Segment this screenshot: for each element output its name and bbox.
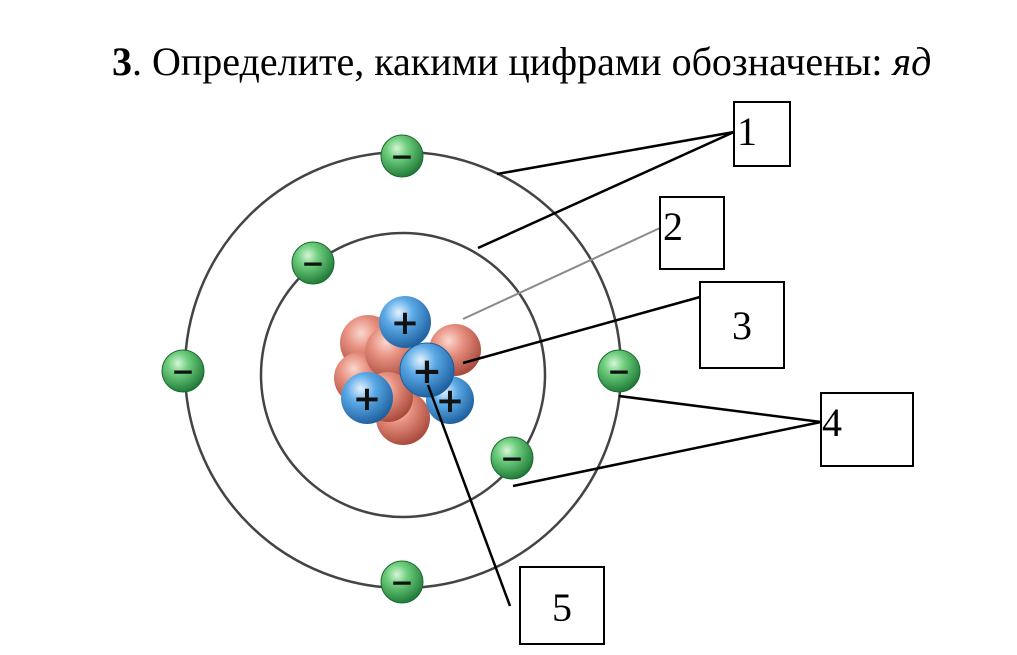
proton-sign: + (412, 351, 442, 392)
label-box-3: 3 (699, 281, 785, 369)
question-body: . Определите, какими цифрами обозначены: (132, 39, 893, 84)
electron-sign: − (390, 140, 413, 173)
electron: − (161, 349, 205, 393)
proton-sign: + (391, 303, 420, 343)
proton-sign: + (353, 379, 382, 419)
question-italic-tail: яд (892, 39, 932, 84)
label-3-text: 3 (732, 303, 752, 348)
electron-sign: − (171, 355, 194, 388)
electron-sign: − (301, 247, 324, 280)
electron: − (380, 134, 424, 178)
label-box-4: 4 (820, 392, 914, 467)
electron: − (291, 241, 335, 285)
inner-orbit (259, 231, 547, 519)
electron: − (490, 436, 534, 480)
question-number: 3 (112, 39, 132, 84)
electron-sign: − (607, 355, 630, 388)
label-4-text: 4 (822, 400, 842, 445)
label-box-5: 5 (519, 566, 605, 645)
leader-line-4b (512, 420, 822, 488)
label-box-2: 2 (659, 196, 725, 270)
leader-line-5 (426, 384, 512, 607)
label-box-1: 1 (733, 101, 791, 167)
leader-line-1a (496, 130, 735, 176)
leader-line-4a (618, 394, 822, 424)
label-5-text: 5 (552, 585, 572, 630)
proton: + (341, 372, 393, 424)
electron-sign: − (390, 566, 413, 599)
label-2-text: 2 (663, 204, 683, 249)
label-1-text: 1 (737, 109, 757, 154)
electron-sign: − (500, 442, 523, 475)
proton: + (379, 296, 431, 348)
leader-line-1b (477, 130, 735, 250)
electron: − (380, 560, 424, 604)
question-text: 3. Определите, какими цифрами обозначены… (112, 38, 931, 86)
leader-line-3 (462, 295, 701, 365)
nucleus: + + + + (334, 296, 481, 445)
proton: + (399, 342, 455, 398)
leader-line-2 (462, 227, 661, 320)
electron: − (597, 349, 641, 393)
